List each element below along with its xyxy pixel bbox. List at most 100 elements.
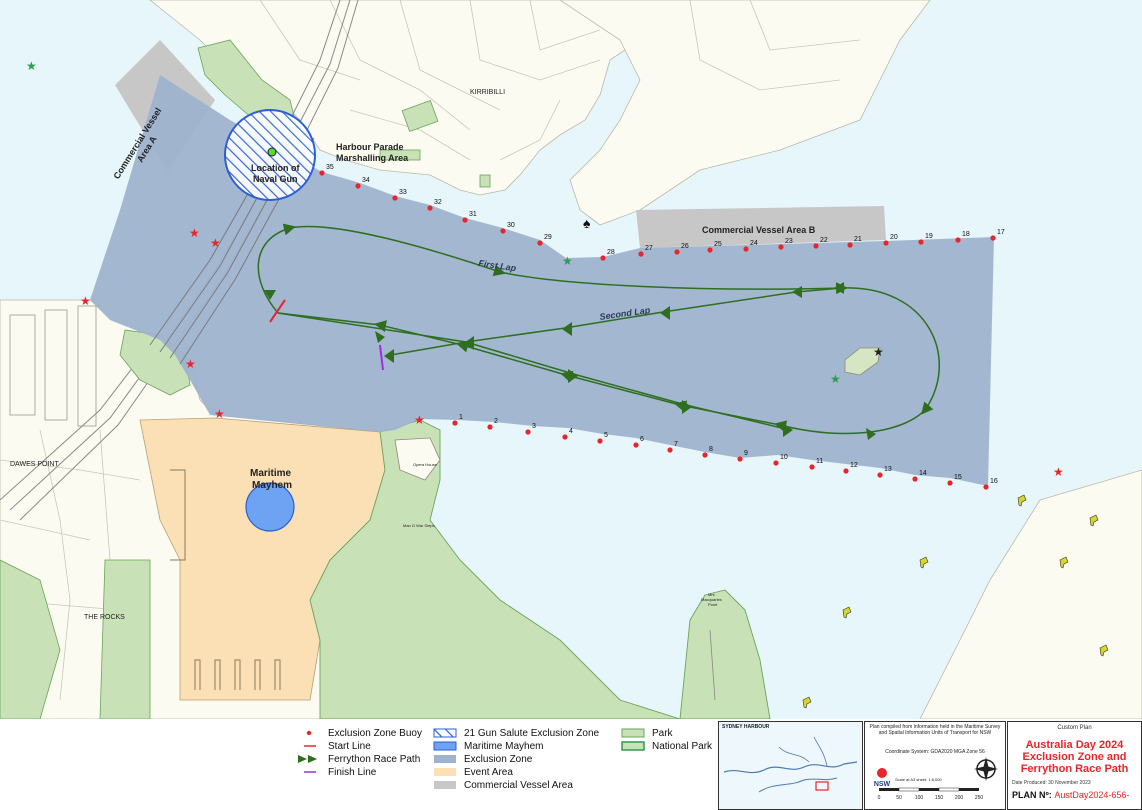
mrs-macquarie-label-1: Mrs bbox=[708, 592, 715, 597]
buoy-label-33: 33 bbox=[399, 189, 407, 196]
buoy-label-35: 35 bbox=[326, 164, 334, 171]
spade-icon: ♠ bbox=[583, 215, 591, 231]
marshalling-area-label: Marshalling Area bbox=[336, 153, 409, 163]
inset-harbour-outline bbox=[723, 736, 858, 793]
maritime-mayhem-label-1: Maritime bbox=[250, 468, 292, 479]
buoy-label-23: 23 bbox=[785, 238, 793, 245]
legend-buoy: Exclusion Zone Buoy bbox=[296, 726, 422, 740]
vessel-markers bbox=[802, 494, 1109, 709]
naval-gun-marker bbox=[267, 147, 277, 157]
buoy-label-22: 22 bbox=[820, 237, 828, 244]
finish-line-icon bbox=[296, 767, 322, 777]
legend-national-park: National Park bbox=[620, 739, 712, 753]
buoy-29 bbox=[537, 240, 543, 246]
buoy-10 bbox=[773, 460, 779, 466]
buoy-15 bbox=[947, 480, 953, 486]
star-icon: ★ bbox=[214, 407, 225, 421]
landmark-stars: ★ ★ ★ ★ ★ ★ ★ ★ ★ ★ ★ bbox=[26, 59, 1064, 479]
star-icon: ★ bbox=[26, 59, 37, 73]
mrs-macquarie-label-3: Point bbox=[708, 602, 718, 607]
legend-park: Park bbox=[620, 726, 673, 740]
park-patch bbox=[479, 174, 491, 188]
scale-label: Scale at A3 sheet: 1:6,000 bbox=[895, 777, 942, 782]
opera-house bbox=[394, 437, 441, 481]
star-icon: ★ bbox=[873, 345, 884, 359]
buoy-label-4: 4 bbox=[569, 428, 573, 435]
ferrython-race-path bbox=[257, 223, 940, 435]
buoy-label-18: 18 bbox=[962, 231, 970, 238]
star-icon: ★ bbox=[562, 254, 573, 268]
buoy-22 bbox=[813, 243, 819, 249]
plan-type: Custom Plan bbox=[1057, 725, 1092, 731]
buoy-label-30: 30 bbox=[507, 222, 515, 229]
coordinate-system: Coordinate System: GDA2020 MGA Zone 56 bbox=[885, 749, 985, 755]
star-icon: ★ bbox=[830, 372, 841, 386]
buoy-20 bbox=[883, 240, 889, 246]
star-icon: ★ bbox=[185, 357, 196, 371]
buoy-21 bbox=[847, 242, 853, 248]
buoy-35 bbox=[319, 170, 325, 176]
buoy-18 bbox=[955, 237, 961, 243]
buoy-7 bbox=[667, 447, 673, 453]
buoy-13 bbox=[877, 472, 883, 478]
buoy-label-24: 24 bbox=[750, 240, 758, 247]
opera-house-label: Opera House bbox=[413, 462, 438, 467]
harbour-map[interactable]: ★ ★ ★ ★ ★ ★ ★ ★ ★ ★ ★ ♠ 1234567891011121… bbox=[0, 0, 1142, 719]
buoy-label-27: 27 bbox=[645, 245, 653, 252]
legend-finish-line: Finish Line bbox=[296, 765, 376, 779]
buoy-28 bbox=[600, 255, 606, 261]
buoy-34 bbox=[355, 183, 361, 189]
finish-line bbox=[379, 344, 384, 371]
plan-number: PLAN Nº: AustDay2024-656- bbox=[1012, 790, 1130, 800]
compass-icon bbox=[974, 757, 998, 781]
buoy-11 bbox=[809, 464, 815, 470]
buoy-label-20: 20 bbox=[890, 234, 898, 241]
race-path-icon bbox=[296, 754, 322, 764]
east-shore-land bbox=[559, 0, 931, 226]
buoy-label-29: 29 bbox=[544, 234, 552, 241]
kirribilli-label: KIRRIBILLI bbox=[470, 89, 505, 96]
maritime-mayhem-swatch bbox=[432, 741, 458, 751]
buoy-31 bbox=[462, 217, 468, 223]
buoy-label-13: 13 bbox=[884, 466, 892, 473]
buoy-8 bbox=[702, 452, 708, 458]
park-patch bbox=[379, 149, 421, 161]
star-icon: ★ bbox=[414, 413, 425, 427]
buoy-27 bbox=[638, 251, 644, 257]
credit-box: Plan compiled from information held in t… bbox=[864, 721, 1006, 810]
legend-exclusion-zone: Exclusion Zone bbox=[432, 752, 532, 766]
buoy-label-7: 7 bbox=[674, 441, 678, 448]
inset-title: SYDNEY HARBOUR bbox=[722, 724, 770, 730]
buoy-5 bbox=[597, 438, 603, 444]
maritime-mayhem-zone bbox=[245, 482, 295, 532]
buoy-label-21: 21 bbox=[854, 236, 862, 243]
buoy-label-34: 34 bbox=[362, 177, 370, 184]
scale-tick-50: 50 bbox=[896, 795, 902, 801]
legend-commercial-vessel-area: Commercial Vessel Area bbox=[432, 778, 573, 792]
buoy-label-1: 1 bbox=[459, 414, 463, 421]
nsw-logo: NSW bbox=[874, 768, 891, 788]
national-park-swatch bbox=[620, 741, 646, 751]
buoy-label-32: 32 bbox=[434, 199, 442, 206]
maritime-mayhem-label-2: Mayhem bbox=[252, 480, 292, 491]
buoy-label-25: 25 bbox=[714, 241, 722, 248]
star-icon: ★ bbox=[80, 294, 91, 308]
commercial-vessel-swatch bbox=[432, 780, 458, 790]
buoy-label-28: 28 bbox=[607, 249, 615, 256]
legend-maritime-mayhem: Maritime Mayhem bbox=[432, 739, 543, 753]
the-rocks-label: THE ROCKS bbox=[84, 614, 125, 621]
east-headland bbox=[919, 469, 1142, 719]
buoy-23 bbox=[778, 244, 784, 250]
buoy-9 bbox=[737, 456, 743, 462]
buoy-16 bbox=[983, 484, 989, 490]
buoy-label-16: 16 bbox=[990, 478, 998, 485]
mrs-macquarie-label-2: Macquaries bbox=[701, 597, 722, 602]
locator-inset-map: SYDNEY HARBOUR bbox=[718, 721, 863, 810]
buoy-26 bbox=[674, 249, 680, 255]
scale-tick-0: 0 bbox=[878, 795, 881, 801]
naval-gun-label-1: Location of bbox=[251, 163, 300, 173]
buoy-1 bbox=[452, 420, 458, 426]
park-patch bbox=[0, 559, 61, 719]
park-patch bbox=[401, 100, 439, 132]
hatch-swatch bbox=[432, 728, 458, 738]
